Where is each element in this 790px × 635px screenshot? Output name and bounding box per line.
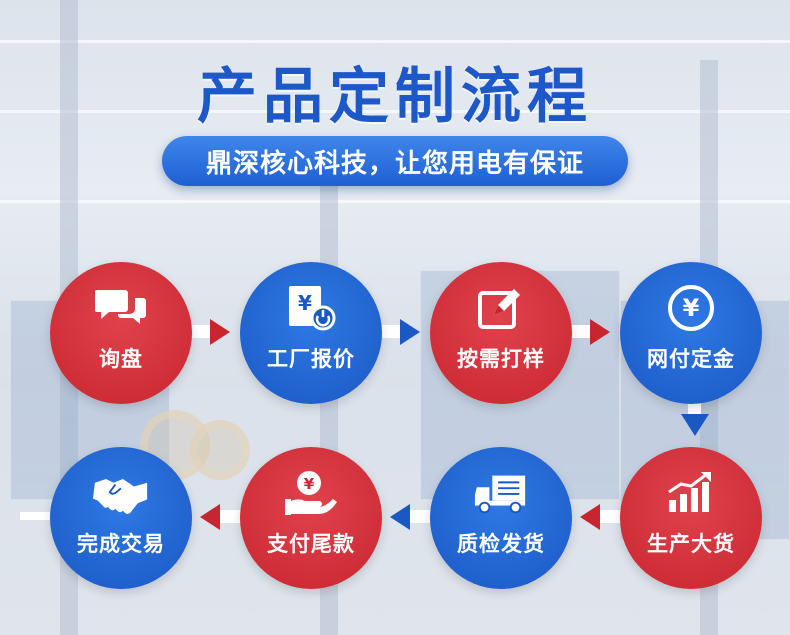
step-label: 按需打样 [457, 347, 545, 371]
step-label: 询盘 [99, 347, 143, 371]
step-factory-quote[interactable]: ¥ 工厂报价 [240, 262, 382, 404]
svg-text:¥: ¥ [304, 475, 315, 493]
hand-coin-icon: ¥ [283, 468, 339, 518]
step-label: 完成交易 [77, 532, 165, 556]
step-final-payment[interactable]: ¥ 支付尾款 [240, 447, 382, 589]
edit-pencil-icon [473, 283, 529, 333]
step-label: 支付尾款 [267, 532, 355, 556]
price-quote-icon: ¥ [283, 283, 339, 333]
step-label: 网付定金 [647, 347, 735, 371]
yen-coin-icon: ¥ [663, 283, 719, 333]
svg-text:¥: ¥ [298, 291, 312, 315]
step-inquiry[interactable]: 询盘 [50, 262, 192, 404]
step-inspection-shipping[interactable]: 质检发货 [430, 447, 572, 589]
page-title: 产品定制流程 [197, 62, 593, 132]
delivery-truck-icon [473, 468, 529, 518]
step-deal-complete[interactable]: 完成交易 [50, 447, 192, 589]
handshake-icon [93, 468, 149, 518]
svg-text:¥: ¥ [683, 294, 700, 322]
subtitle-text: 鼎深核心科技，让您用电有保证 [205, 148, 584, 179]
step-deposit[interactable]: ¥ 网付定金 [620, 262, 762, 404]
growth-chart-icon [663, 468, 719, 518]
step-label: 质检发货 [457, 532, 545, 556]
chat-bubbles-icon [93, 283, 149, 333]
step-production[interactable]: 生产大货 [620, 447, 762, 589]
subtitle-banner: 鼎深核心科技，让您用电有保证 [162, 136, 628, 186]
step-label: 工厂报价 [267, 347, 355, 371]
step-label: 生产大货 [647, 532, 735, 556]
step-sample[interactable]: 按需打样 [430, 262, 572, 404]
